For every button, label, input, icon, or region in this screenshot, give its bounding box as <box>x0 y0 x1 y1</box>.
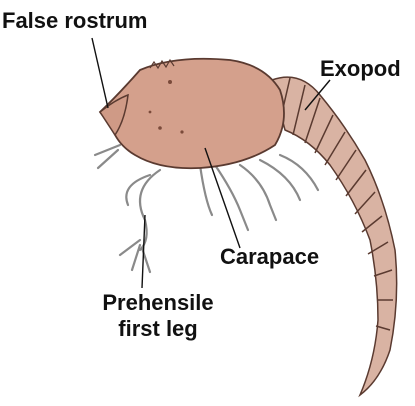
label-carapace: Carapace <box>220 246 319 268</box>
label-prehensile-first-leg: Prehensile first leg <box>78 290 238 342</box>
label-prehensile-line1: Prehensile <box>78 290 238 316</box>
carapace-shape <box>100 59 284 168</box>
label-prehensile-line2: first leg <box>78 316 238 342</box>
leader-false-rostrum <box>92 38 108 108</box>
abdomen <box>272 77 397 395</box>
label-false-rostrum: False rostrum <box>2 10 148 32</box>
label-exopod: Exopod <box>320 58 401 80</box>
